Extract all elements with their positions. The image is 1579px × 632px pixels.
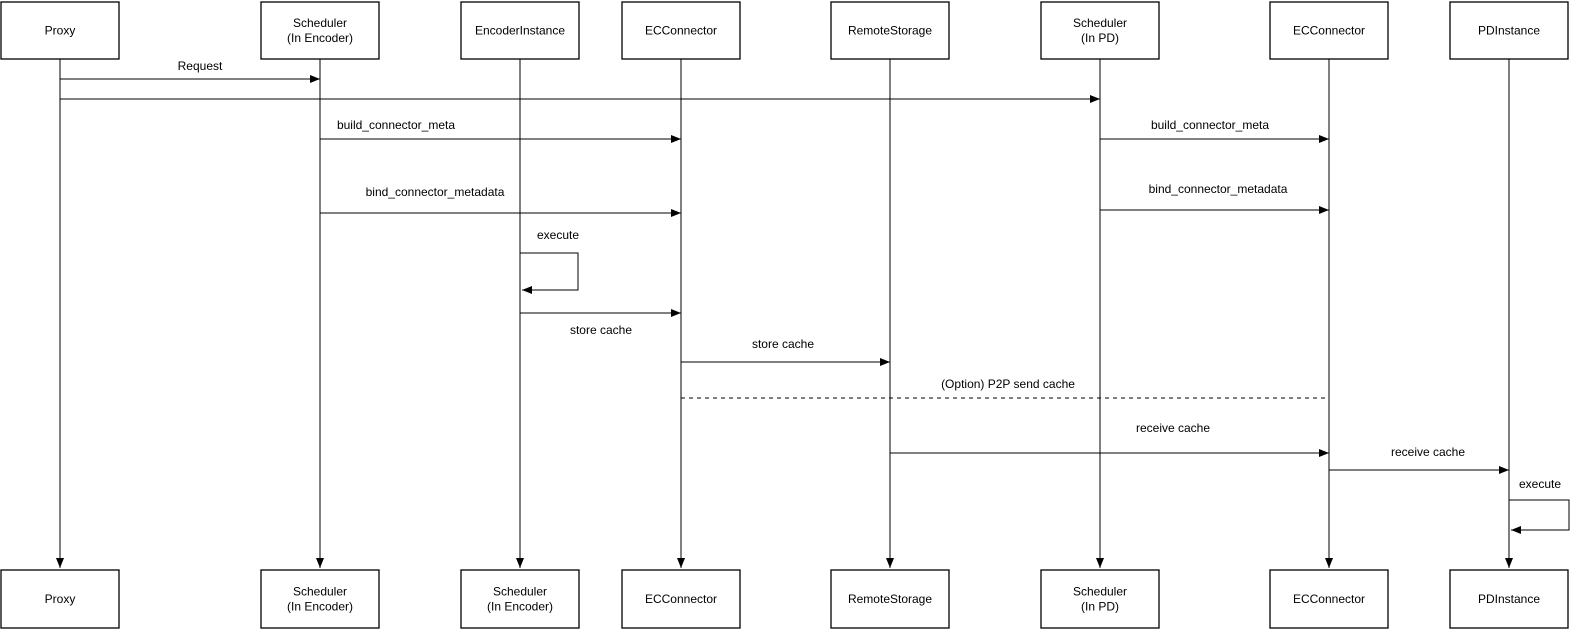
message-label-store-cache-remote: store cache [752,337,814,351]
message-store-cache-remote: store cache [681,337,890,366]
message-label-store-cache-encoder: store cache [570,323,632,337]
actor-top-label-encoder_instance: EncoderInstance [475,24,565,38]
self-loop-label-execute-encoder: execute [537,228,579,242]
message-label-receive-cache-ec: receive cache [1136,421,1210,435]
actor-bottom-box-proxy [0,569,120,629]
actor-bottom-label-scheduler_pd: Scheduler(In PD) [1073,585,1127,614]
actor-top-label-scheduler_encoder: Scheduler(In Encoder) [287,16,353,45]
actor-bottom-label-ec_connector_pd: ECConnector [1293,592,1365,606]
message-bind-connector-metadata-encoder: bind_connector_metadata [320,185,681,217]
actor-bottom-label-proxy: Proxy [45,592,76,606]
actor-top-box-ec_connector_encoder [621,1,741,60]
actor-top-box-encoder_instance [460,1,580,60]
message-label-build-connector-meta-encoder: build_connector_meta [337,118,455,132]
message-p2p-send-cache: (Option) P2P send cache [681,377,1329,399]
actor-top-label-remote_storage: RemoteStorage [848,24,932,38]
actor-bottom-label-scheduler_encoder: Scheduler(In Encoder) [287,585,353,614]
actor-bottom-label-encoder_instance: Scheduler(In Encoder) [487,585,553,614]
message-label-receive-cache-pd: receive cache [1391,445,1465,459]
message-receive-cache-pd: receive cache [1329,445,1509,474]
actor-bottom-box-scheduler_pd [1040,569,1160,629]
actor-top-label-ec_connector_encoder: ECConnector [645,24,717,38]
message-label-bind-connector-metadata-encoder: bind_connector_metadata [366,185,505,199]
message-label-request: Request [178,59,223,73]
actor-bottom-label-pd_instance: PDInstance [1478,592,1540,606]
message-label-build-connector-meta-pd: build_connector_meta [1151,118,1269,132]
actor-top-box-scheduler_encoder [260,1,380,60]
message-build-connector-meta-pd: build_connector_meta [1100,118,1329,143]
message-build-connector-meta-encoder: build_connector_meta [320,118,681,143]
actor-scheduler_pd: Scheduler(In PD) Scheduler(In PD) [1040,1,1160,629]
actor-bottom-box-ec_connector_encoder [621,569,741,629]
actor-bottom-box-encoder_instance [460,569,580,629]
message-store-cache-encoder: store cache [520,309,681,337]
actor-bottom-label-ec_connector_encoder: ECConnector [645,592,717,606]
actor-bottom-box-ec_connector_pd [1269,569,1389,629]
actor-top-label-ec_connector_pd: ECConnector [1293,24,1365,38]
actor-top-box-ec_connector_pd [1269,1,1389,60]
actor-top-label-scheduler_pd: Scheduler(In PD) [1073,16,1127,45]
message-request: Request [60,59,320,83]
actor-top-box-scheduler_pd [1040,1,1160,60]
actor-bottom-box-pd_instance [1449,569,1569,629]
actor-top-box-remote_storage [830,1,950,60]
actor-bottom-label-remote_storage: RemoteStorage [848,592,932,606]
self-loop-execute-encoder: execute [520,228,579,294]
self-loop-label-execute-pd: execute [1519,477,1561,491]
self-loop-execute-pd: execute [1509,477,1570,534]
actor-top-box-proxy [0,1,120,60]
message-bind-connector-metadata-pd: bind_connector_metadata [1100,182,1329,214]
actor-top-box-pd_instance [1449,1,1569,60]
actor-bottom-box-remote_storage [830,569,950,629]
actor-scheduler_encoder: Scheduler(In Encoder) Scheduler(In Encode… [260,1,380,629]
actor-top-label-pd_instance: PDInstance [1478,24,1540,38]
message-label-p2p-send-cache: (Option) P2P send cache [941,377,1075,391]
message-label-bind-connector-metadata-pd: bind_connector_metadata [1149,182,1288,196]
message-receive-cache-ec: receive cache [890,421,1329,457]
actor-bottom-box-scheduler_encoder [260,569,380,629]
actor-top-label-proxy: Proxy [45,24,76,38]
